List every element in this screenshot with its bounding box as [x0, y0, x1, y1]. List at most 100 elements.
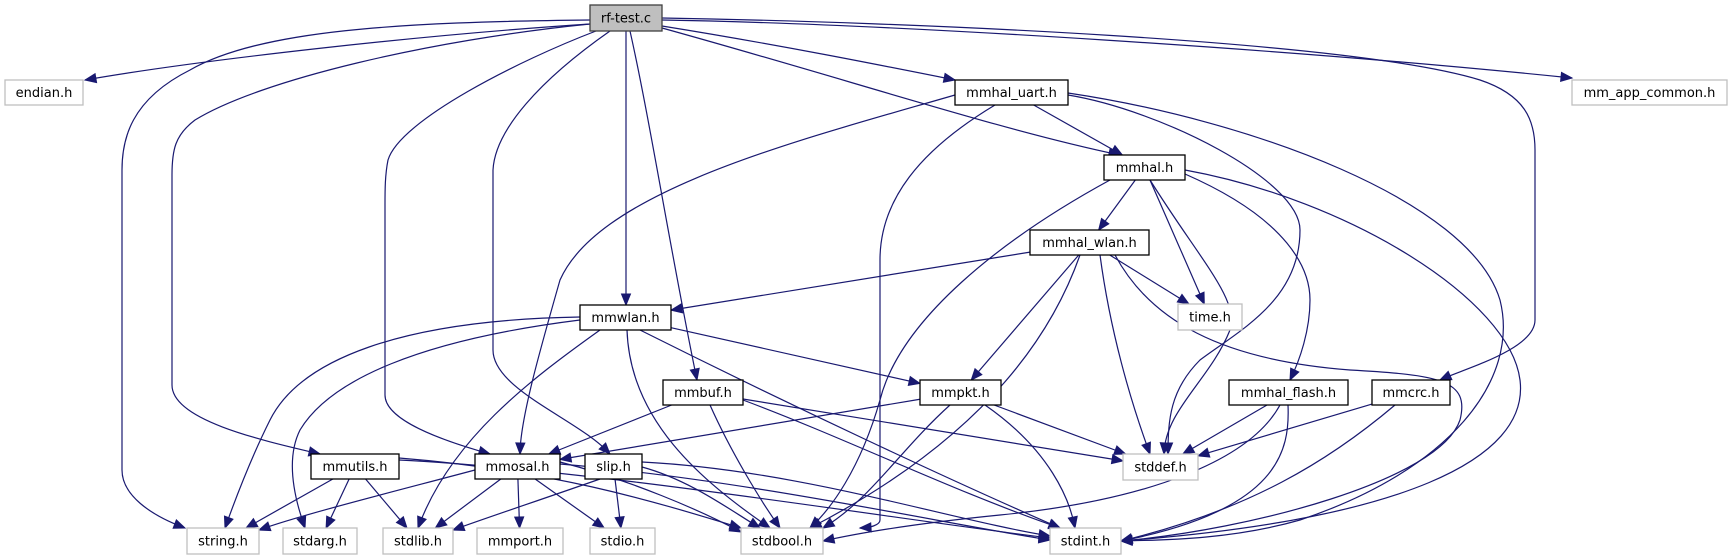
node-mmutils-h[interactable]: mmutils.h	[310, 453, 400, 480]
arrowhead-icon	[83, 72, 98, 84]
arrowhead-icon	[942, 72, 957, 83]
arrowhead-icon	[434, 516, 448, 529]
arrowhead-icon	[821, 517, 836, 529]
node-box	[662, 379, 744, 406]
node-box	[1371, 379, 1451, 406]
node-box	[584, 453, 643, 480]
node-mmwlan-h[interactable]: mmwlan.h	[579, 304, 672, 331]
arrowhead-icon	[515, 442, 526, 456]
edge-rf-test-c-to-mmosal-h	[384, 30, 597, 455]
node-label: stdint.h	[1061, 535, 1110, 550]
node-label: rf-test.c	[601, 12, 651, 27]
arrowhead-icon	[1112, 445, 1127, 455]
edge-mmwlan-h-to-string-h	[224, 316, 581, 529]
node-box	[954, 79, 1069, 106]
node-mmpkt-h[interactable]: mmpkt.h	[919, 379, 1002, 406]
node-box	[1177, 303, 1243, 331]
arrowhead-icon	[1037, 528, 1052, 540]
node-label: mm_app_common.h	[1584, 86, 1716, 101]
arrowhead-icon	[296, 515, 307, 530]
edge-rf-test-c-to-mmhal-h	[661, 27, 1121, 156]
edge-slip-h-to-stdbool-h	[641, 466, 761, 529]
arrowhead-icon	[257, 521, 272, 532]
edge-mmpkt-h-to-stdbool-h	[822, 404, 951, 529]
arrowhead-icon	[728, 521, 743, 533]
arrowhead-icon	[1176, 293, 1191, 305]
arrowhead-icon	[620, 293, 632, 307]
edge-rf-test-c-to-string-h	[121, 19, 591, 529]
edge-mmhal_uart-h-to-stddef-h	[1067, 94, 1301, 455]
edge-rf-test-c-to-mm_app_common-h	[661, 19, 1573, 79]
node-mmhal_flash-h[interactable]: mmhal_flash.h	[1228, 379, 1349, 406]
node-mmosal-h[interactable]: mmosal.h	[474, 453, 561, 480]
edge-slip-h-to-stdlib-h	[452, 478, 601, 531]
arrowhead-icon	[1194, 291, 1205, 306]
node-box	[282, 527, 358, 555]
arrowhead-icon	[395, 515, 408, 530]
node-label: endian.h	[16, 86, 73, 101]
arrowhead-icon	[513, 516, 525, 530]
node-box	[310, 453, 400, 480]
node-label: stdbool.h	[752, 535, 812, 550]
node-box	[4, 79, 84, 106]
node-mmhal_wlan-h[interactable]: mmhal_wlan.h	[1029, 229, 1150, 256]
edge-mmhal_flash-h-to-stdbool-h	[822, 404, 1281, 542]
node-stdio-h: stdio.h	[589, 527, 656, 555]
node-stdint-h: stdint.h	[1049, 527, 1122, 555]
edge-mmbuf-h-to-stddef-h	[742, 398, 1124, 462]
arrowhead-icon	[325, 515, 336, 530]
node-mmcrc-h[interactable]: mmcrc.h	[1371, 379, 1451, 406]
node-label: mmhal.h	[1116, 161, 1174, 176]
arrowhead-icon	[558, 452, 573, 463]
node-label: mmport.h	[488, 535, 552, 550]
node-slip-h[interactable]: slip.h	[584, 453, 643, 480]
edge-mmpkt-h-to-stddef-h	[993, 404, 1126, 455]
node-mmbuf-h[interactable]: mmbuf.h	[662, 379, 744, 406]
edge-mmwlan-h-to-stdint-h	[639, 329, 1061, 529]
node-endian-h: endian.h	[4, 79, 84, 106]
arrowhead-icon	[1141, 441, 1151, 456]
arrowhead-icon	[1110, 453, 1125, 465]
edge-mmcrc-h-to-stdint-h	[1120, 404, 1396, 542]
edge-mmwlan-h-to-stdarg-h	[291, 319, 581, 529]
edge-rf-test-c-to-mmhal_uart-h	[661, 25, 956, 81]
node-box	[589, 527, 656, 555]
node-box	[589, 4, 663, 32]
edge-mmhal_wlan-h-to-stddef-h	[1099, 254, 1151, 455]
edge-mmosal-h-to-stdlib-h	[435, 478, 502, 529]
edge-mmwlan-h-to-stdbool-h	[626, 329, 771, 529]
node-label: mmwlan.h	[591, 311, 659, 326]
node-mmhal_uart-h[interactable]: mmhal_uart.h	[954, 79, 1069, 106]
node-box	[476, 527, 564, 555]
arrowhead-icon	[223, 515, 234, 530]
node-label: stdlib.h	[394, 535, 442, 550]
node-box	[382, 527, 454, 555]
arrowhead-icon	[1067, 515, 1078, 530]
node-box	[1122, 453, 1199, 481]
arrowhead-icon	[1119, 533, 1134, 544]
edge-mmhal-h-to-stdint-h	[1120, 169, 1522, 542]
node-box	[919, 379, 1002, 406]
edge-mmhal_wlan-h-to-mmwlan-h	[670, 251, 1031, 311]
node-label: mmhal_flash.h	[1241, 386, 1336, 401]
node-stdbool-h: stdbool.h	[740, 527, 824, 555]
arrowhead-icon	[1560, 71, 1574, 83]
node-label: mmbuf.h	[674, 386, 732, 401]
node-box	[186, 527, 260, 555]
arrowhead-icon	[1109, 144, 1124, 156]
arrowhead-icon	[689, 367, 700, 382]
node-mm_app_common-h: mm_app_common.h	[1571, 79, 1728, 106]
node-label: stdio.h	[601, 535, 645, 550]
arrowhead-icon	[1196, 447, 1211, 458]
arrowhead-icon	[757, 517, 772, 529]
node-box	[1103, 154, 1186, 181]
arrowhead-icon	[821, 533, 836, 544]
node-mmhal-h[interactable]: mmhal.h	[1103, 154, 1186, 181]
arrowhead-icon	[1438, 370, 1453, 381]
edge-mmhal_wlan-h-to-stdint-h	[1114, 254, 1463, 542]
node-box	[579, 304, 672, 331]
arrowhead-icon	[1159, 442, 1171, 456]
edge-mmhal_uart-h-to-stdbool-h	[859, 104, 996, 529]
edge-rf-test-c-to-slip-h	[492, 30, 611, 455]
arrowhead-icon	[614, 515, 625, 530]
